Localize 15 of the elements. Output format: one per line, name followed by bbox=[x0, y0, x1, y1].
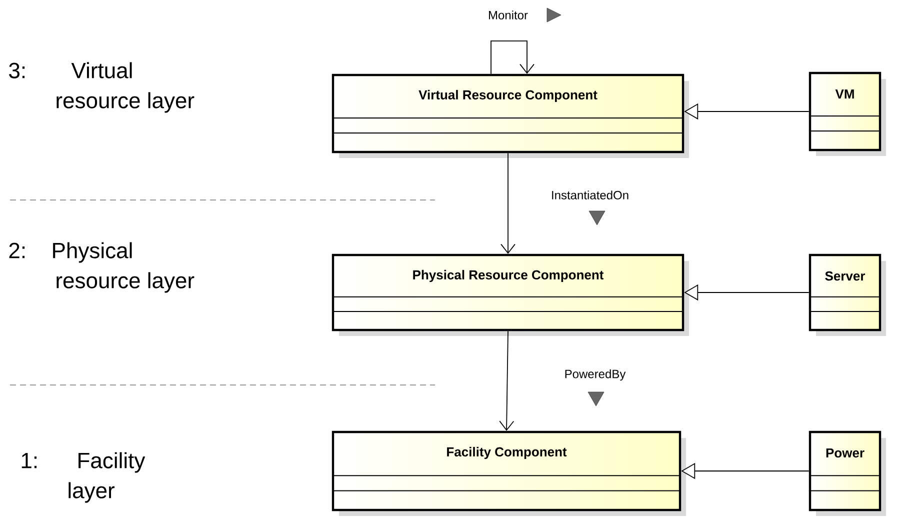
class-box: Virtual Resource Component bbox=[332, 74, 689, 158]
class-box: Server bbox=[808, 254, 886, 336]
class-box: Facility Component bbox=[332, 430, 686, 516]
edge-label: Monitor bbox=[487, 10, 530, 20]
class-box: Power bbox=[808, 430, 886, 516]
edge-label: PoweredBy bbox=[563, 368, 627, 382]
class-box: VM bbox=[808, 72, 886, 156]
layer-label: 2: Physical resource layer bbox=[9, 242, 194, 293]
layer-label: 1: Facility layer bbox=[22, 452, 146, 503]
arrow bbox=[499, 330, 514, 431]
layer-label: 3: Virtual resource layer bbox=[9, 62, 194, 113]
class-box: Physical Resource Component bbox=[332, 254, 689, 336]
arrow bbox=[500, 152, 516, 254]
arrow bbox=[490, 40, 534, 74]
edge-label: InstantiatedOn bbox=[550, 190, 630, 200]
